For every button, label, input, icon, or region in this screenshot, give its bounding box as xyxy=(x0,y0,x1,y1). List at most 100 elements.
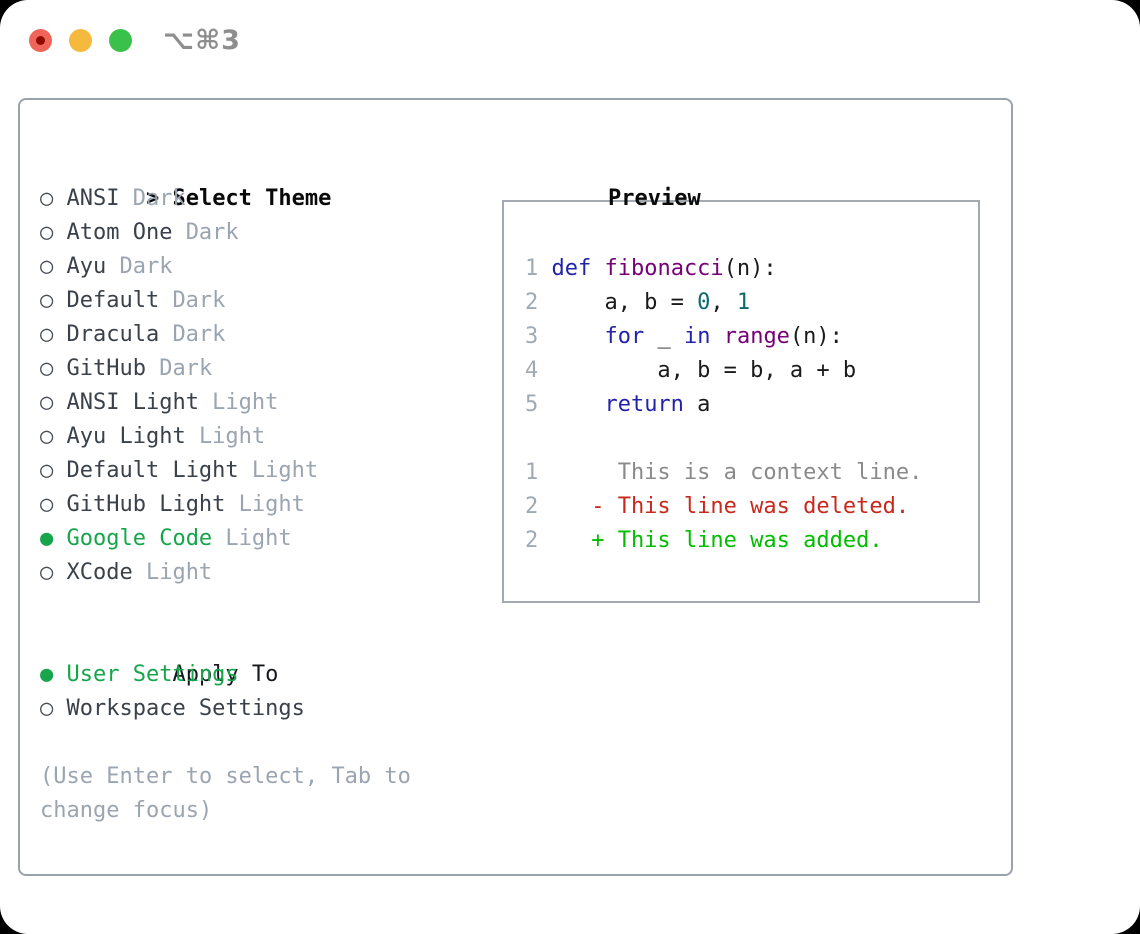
line-number: 3 xyxy=(525,324,539,349)
theme-name: ANSI Light xyxy=(66,390,199,415)
preview-line: 2 a, b = 0, 1 xyxy=(525,286,978,320)
window-shortcut-title: ⌥⌘3 xyxy=(163,25,241,56)
zoom-button[interactable] xyxy=(109,29,132,52)
keyboard-hint: (Use Enter to select, Tab to change focu… xyxy=(40,764,411,823)
theme-item-ansi[interactable]: ○ ANSI Dark xyxy=(40,182,502,216)
theme-variant: Light xyxy=(238,492,305,517)
line-number: 4 xyxy=(525,358,539,383)
preview-line: 2 + This line was added. xyxy=(525,524,978,558)
code-token: 0 xyxy=(697,290,711,315)
select-theme-title: Select Theme xyxy=(172,186,332,211)
line-number: 2 xyxy=(525,290,539,315)
code-token: + This line was added. xyxy=(551,528,883,553)
radio-unselected-icon: ○ xyxy=(40,322,54,347)
theme-variant: Light xyxy=(212,390,279,415)
theme-name: Ayu xyxy=(66,254,107,279)
theme-variant: Light xyxy=(145,560,213,585)
theme-variant: Dark xyxy=(132,186,186,211)
minimize-button[interactable] xyxy=(69,29,92,52)
theme-variant: Light xyxy=(225,526,292,551)
code-token: , xyxy=(710,290,737,315)
theme-item-github-light[interactable]: ○ GitHub Light Light xyxy=(40,488,502,522)
apply-to-title: Apply To xyxy=(172,662,279,687)
code-token: (n): xyxy=(789,324,843,349)
code-token: def xyxy=(551,256,592,281)
radio-unselected-icon: ○ xyxy=(40,220,54,245)
theme-variant: Light xyxy=(251,458,319,483)
theme-variant: Dark xyxy=(159,356,213,381)
theme-item-xcode[interactable]: ○ XCode Light xyxy=(40,556,502,590)
code-token: This is a context line. xyxy=(551,460,923,485)
apply-option-workspace-settings[interactable]: ○ Workspace Settings xyxy=(40,692,502,726)
line-number: 1 xyxy=(525,460,539,485)
preview-line: 3 for _ in range(n): xyxy=(525,320,978,354)
theme-name: GitHub xyxy=(66,356,146,381)
radio-unselected-icon: ○ xyxy=(40,458,54,483)
apply-option-user-settings[interactable]: ● User Settings xyxy=(40,658,502,692)
radio-unselected-icon: ○ xyxy=(40,560,54,585)
code-token xyxy=(591,256,604,281)
radio-unselected-icon: ○ xyxy=(40,186,54,211)
spacer xyxy=(40,590,502,624)
titlebar: ⌥⌘3 xyxy=(29,25,241,56)
preview-line: 4 a, b = b, a + b xyxy=(525,354,978,388)
radio-unselected-icon: ○ xyxy=(40,492,54,517)
theme-item-atom-one[interactable]: ○ Atom One Dark xyxy=(40,216,502,250)
code-token: a, b = b, a + b xyxy=(551,358,857,383)
apply-to-header: Apply To xyxy=(40,624,502,687)
apply-to-list: ● User Settings ○ Workspace Settings xyxy=(40,658,502,726)
code-token: a, b = xyxy=(551,290,698,315)
theme-name: XCode xyxy=(66,560,133,585)
theme-name: Google Code xyxy=(66,526,213,551)
theme-item-google-code[interactable]: ● Google Code Light xyxy=(40,522,502,556)
radio-selected-icon: ● xyxy=(40,662,54,687)
preview-line: 1 def fibonacci(n): xyxy=(525,252,978,286)
line-number: 2 xyxy=(525,528,539,553)
radio-unselected-icon: ○ xyxy=(40,288,54,313)
preview-line xyxy=(525,422,978,456)
preview-line: 2 - This line was deleted. xyxy=(525,490,978,524)
theme-variant: Dark xyxy=(185,220,239,245)
theme-variant: Dark xyxy=(119,254,173,279)
theme-name: ANSI xyxy=(66,186,120,211)
apply-option-label: Workspace Settings xyxy=(66,696,305,721)
theme-variant: Light xyxy=(198,424,266,449)
prompt-icon: > xyxy=(145,186,160,211)
code-token: (n): xyxy=(723,256,777,281)
code-token: - This line was deleted. xyxy=(551,494,910,519)
code-token xyxy=(551,324,604,349)
preview-header: Preview xyxy=(502,148,987,211)
code-token: range xyxy=(723,324,790,349)
radio-unselected-icon: ○ xyxy=(40,696,54,721)
code-token: _ xyxy=(644,324,684,349)
line-number: 1 xyxy=(525,256,539,281)
close-dirty-dot-icon xyxy=(36,36,45,45)
radio-selected-icon: ● xyxy=(40,526,54,551)
line-number: 2 xyxy=(525,494,539,519)
radio-unselected-icon: ○ xyxy=(40,356,54,381)
theme-name: Atom One xyxy=(66,220,173,245)
theme-item-github[interactable]: ○ GitHub Dark xyxy=(40,352,502,386)
theme-name: Default xyxy=(66,288,160,313)
code-token xyxy=(551,392,604,417)
radio-unselected-icon: ○ xyxy=(40,424,54,449)
theme-item-ayu-light[interactable]: ○ Ayu Light Light xyxy=(40,420,502,454)
radio-unselected-icon: ○ xyxy=(40,390,54,415)
preview-title: Preview xyxy=(607,186,701,211)
close-button[interactable] xyxy=(29,29,52,52)
preview-line: 5 return a xyxy=(525,388,978,422)
code-token: fibonacci xyxy=(604,256,724,281)
theme-name: GitHub Light xyxy=(66,492,226,517)
apply-option-label: User Settings xyxy=(66,662,239,687)
theme-item-ansi-light[interactable]: ○ ANSI Light Light xyxy=(40,386,502,420)
theme-name: Ayu Light xyxy=(66,424,186,449)
